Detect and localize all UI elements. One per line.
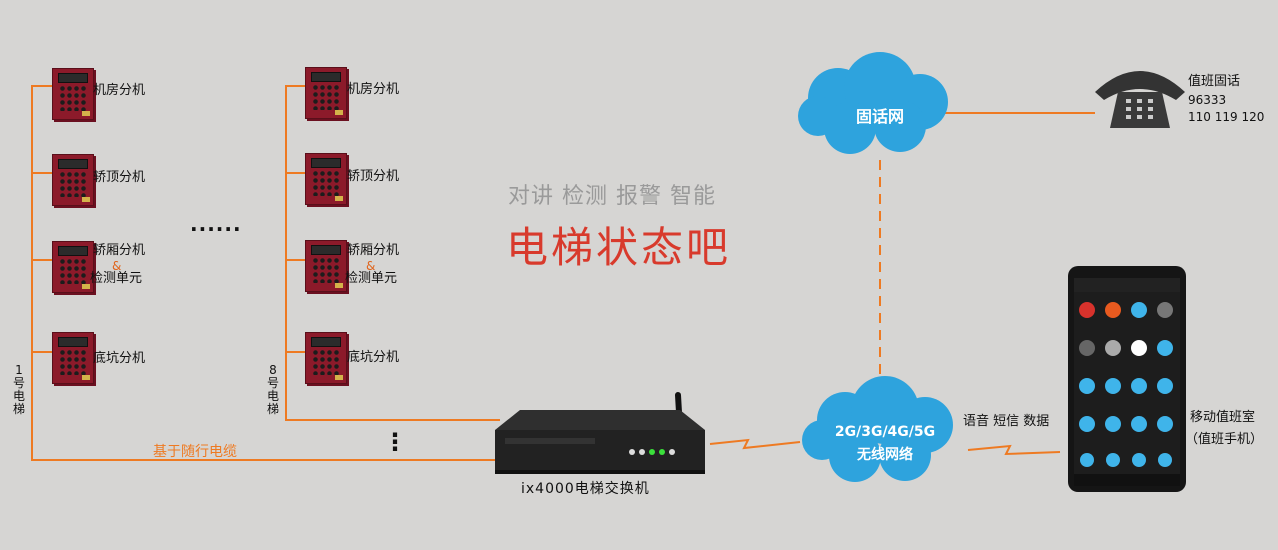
panel-device bbox=[52, 241, 94, 293]
slogan-line1: 对讲 检测 报警 智能 bbox=[508, 184, 716, 209]
panel-device bbox=[305, 153, 347, 205]
panel-label: 机房分机 bbox=[347, 82, 400, 97]
panel-device bbox=[305, 332, 347, 384]
cable-label: 基于随行电缆 bbox=[153, 444, 237, 460]
vertical-ellipsis: ⋮ bbox=[383, 428, 407, 456]
panel-label-secondary: 检测单元 bbox=[345, 271, 398, 286]
panel-device bbox=[52, 68, 94, 120]
switch-label: ix4000电梯交换机 bbox=[521, 481, 650, 497]
elevator-label: 1号电梯 bbox=[12, 363, 25, 416]
mobile-phone bbox=[1068, 266, 1186, 492]
panel-label: 轿厢分机 bbox=[93, 243, 146, 258]
panel-device bbox=[52, 154, 94, 206]
panel-amp: & bbox=[112, 259, 122, 273]
duty-phone-number: 96333 bbox=[1188, 93, 1227, 107]
duty-phone-title: 值班固话 bbox=[1188, 74, 1241, 89]
telephone-icon bbox=[1095, 71, 1185, 128]
mobile-duty-title: 移动值班室 bbox=[1190, 410, 1256, 425]
panel-label: 底坑分机 bbox=[347, 350, 400, 365]
elevator-label: 8号电梯 bbox=[266, 363, 279, 416]
wireless-cloud-line2: 无线网络 bbox=[857, 447, 913, 463]
panel-device bbox=[305, 240, 347, 292]
panel-label: 轿顶分机 bbox=[93, 170, 146, 185]
wireless-cloud bbox=[802, 376, 953, 482]
panel-device bbox=[305, 67, 347, 119]
panel-amp: & bbox=[366, 259, 376, 273]
panel-label: 底坑分机 bbox=[93, 351, 146, 366]
panel-label: 机房分机 bbox=[93, 83, 146, 98]
landline-cloud-label: 固话网 bbox=[855, 107, 904, 126]
mobile-link-label: 语音 短信 数据 bbox=[963, 414, 1050, 429]
switch-device bbox=[495, 392, 705, 474]
panel-label: 轿顶分机 bbox=[347, 169, 400, 184]
landline-cloud bbox=[798, 52, 948, 154]
emergency-numbers: 110 119 120 bbox=[1188, 110, 1265, 124]
slogan-title: 电梯状态吧 bbox=[506, 223, 732, 272]
mobile-duty-subtitle: （值班手机） bbox=[1185, 432, 1264, 447]
wireless-cloud-line1: 2G/3G/4G/5G bbox=[834, 424, 936, 440]
panel-label: 轿厢分机 bbox=[347, 243, 400, 258]
horizontal-ellipsis: ...... bbox=[190, 212, 242, 236]
panel-label-secondary: 检测单元 bbox=[90, 271, 143, 286]
panel-device bbox=[52, 332, 94, 384]
